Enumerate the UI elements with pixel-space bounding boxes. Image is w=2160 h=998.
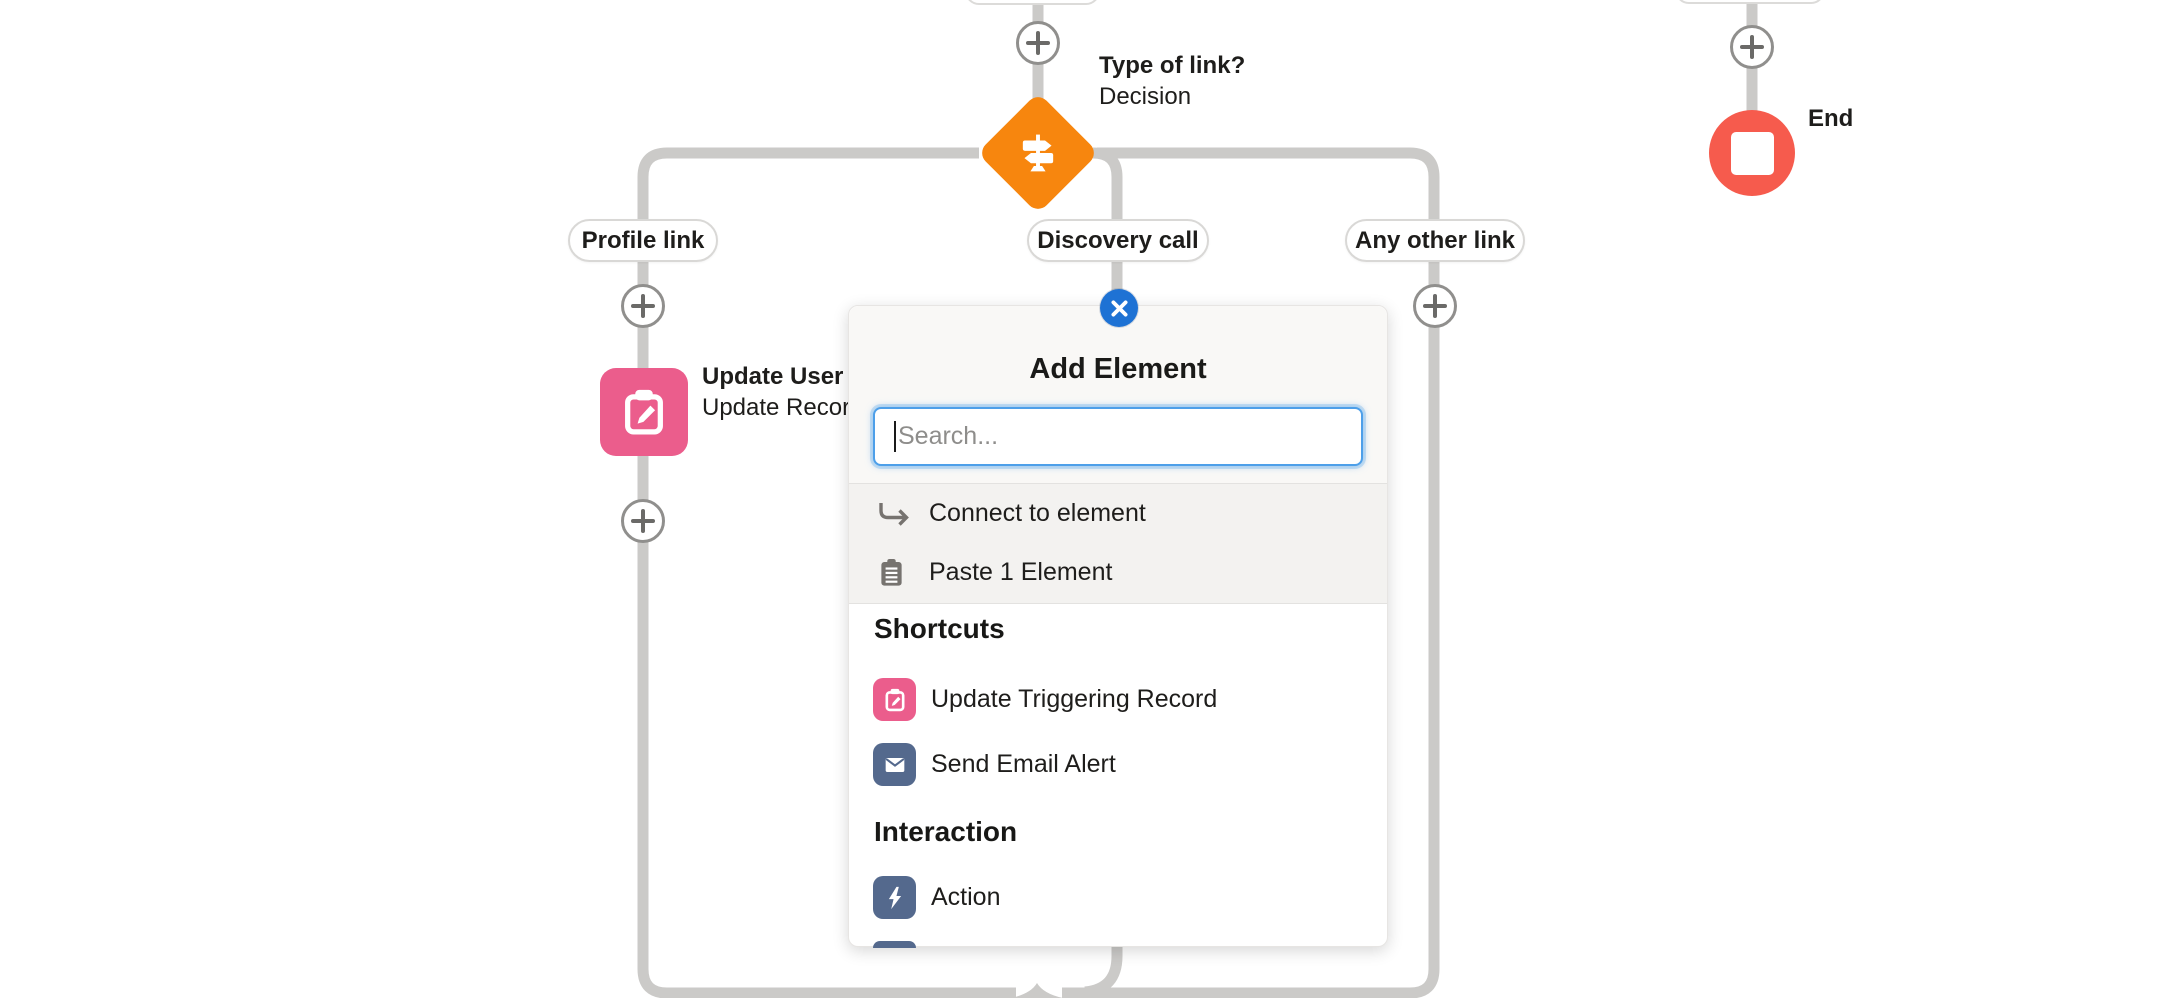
truncated-node-top-right[interactable]: [1675, 0, 1825, 4]
update-user-node-label: Update User Update Recor: [702, 361, 850, 423]
decision-title: Type of link?: [1099, 52, 1246, 79]
update-record-icon: [625, 389, 663, 435]
update-record-icon: [873, 678, 916, 721]
close-popup-button[interactable]: [1100, 289, 1138, 327]
update-user-subtitle: Update Recor: [702, 394, 851, 421]
update-user-title: Update User: [702, 363, 844, 390]
add-element-popup: Add Element Connect to element: [848, 289, 1388, 948]
utility-section: Connect to element Paste 1 Element: [849, 483, 1387, 604]
search-input[interactable]: [873, 407, 1363, 466]
menu-item-update-triggering-record[interactable]: Update Triggering Record: [873, 678, 1217, 721]
update-user-node[interactable]: [600, 368, 688, 456]
menu-item-label: Send Email Alert: [931, 750, 1116, 778]
add-element-button-other-branch[interactable]: [1413, 284, 1457, 328]
menu-item-connect-to-element[interactable]: Connect to element: [849, 484, 1387, 543]
close-icon: [1110, 299, 1128, 317]
menu-item-label: Update Triggering Record: [931, 685, 1218, 713]
decision-node-label: Type of link? Decision: [1099, 50, 1245, 112]
connector-merge-cusp: [1011, 983, 1063, 998]
connector-right-branch: [1062, 147, 1440, 998]
add-element-button-profile-branch[interactable]: [621, 284, 665, 328]
badge-text: Any other link: [1354, 226, 1516, 254]
badge-text: Discovery call: [1037, 226, 1199, 254]
menu-item-label: Action: [931, 883, 1001, 911]
branch-label-profile-link: Profile link: [568, 219, 718, 262]
add-element-button-end-branch[interactable]: [1730, 25, 1774, 69]
signpost-icon: [1022, 134, 1054, 172]
decision-node[interactable]: [977, 92, 1099, 214]
add-element-button-below-update[interactable]: [621, 499, 665, 543]
email-icon: [873, 743, 916, 786]
decision-subtitle: Decision: [1099, 83, 1192, 110]
branch-label-discovery-call: Discovery call: [1027, 219, 1209, 262]
popup-title: Add Element: [1029, 353, 1207, 385]
section-heading-interaction: Interaction: [874, 816, 1018, 847]
menu-item-label: Paste 1 Element: [929, 558, 1113, 586]
end-label-text: End: [1808, 105, 1854, 132]
add-element-button-above-decision[interactable]: [1016, 21, 1060, 65]
connect-arrow-icon: [878, 501, 912, 527]
menu-item-label: Connect to element: [929, 499, 1146, 527]
end-node[interactable]: [1709, 110, 1795, 196]
paste-icon: [878, 558, 912, 587]
text-caret: [894, 421, 896, 452]
menu-item-send-email-alert[interactable]: Send Email Alert: [873, 743, 1116, 786]
search-field-wrap: [873, 407, 1363, 466]
action-icon: [873, 876, 916, 919]
menu-item-action[interactable]: Action: [873, 876, 1000, 919]
stop-icon: [1730, 131, 1774, 175]
section-heading-shortcuts: Shortcuts: [874, 613, 1005, 644]
truncated-node-top-center[interactable]: [965, 0, 1100, 5]
badge-text: Profile link: [581, 226, 705, 254]
connector-left-branch: [637, 147, 1016, 998]
truncated-menu-item-icon[interactable]: [873, 941, 916, 948]
menu-item-paste-element[interactable]: Paste 1 Element: [849, 543, 1387, 602]
end-node-label: End: [1808, 103, 1853, 134]
branch-label-any-other-link: Any other link: [1345, 219, 1525, 262]
